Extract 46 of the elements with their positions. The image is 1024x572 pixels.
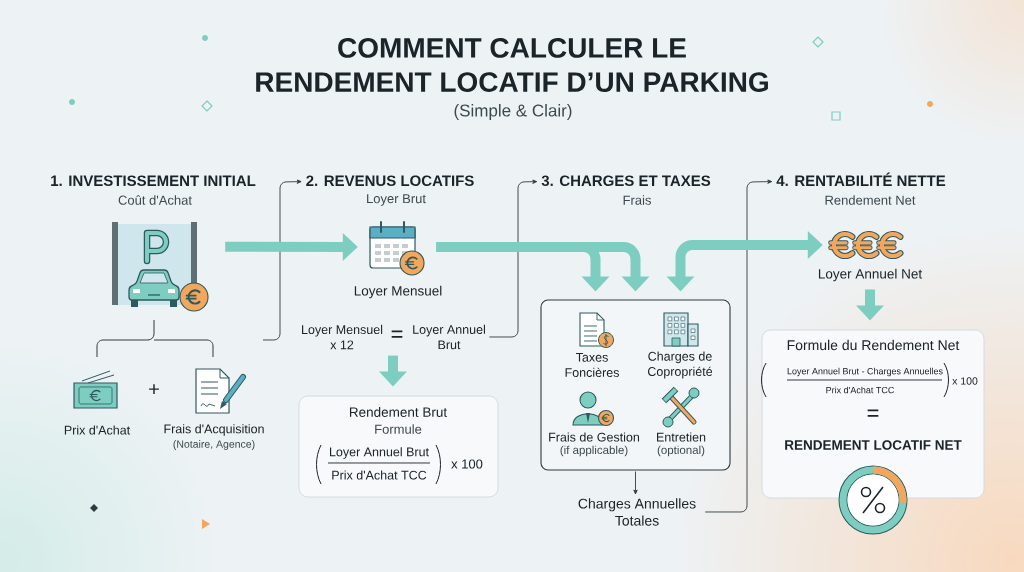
icon-caption: Charges de Copropriété: [648, 351, 713, 379]
step-heading: 1. INVESTISSEMENT INITIAL: [51, 175, 256, 187]
connector-arrow: [633, 471, 638, 495]
connector-arrow: [488, 179, 538, 338]
equation-term: Loyer Mensuel x 12: [302, 324, 383, 350]
fraction-numerator: Loyer Annuel Brut - Charges Annuelles: [787, 367, 943, 377]
step-subtitle: Coût d'Achat: [118, 195, 192, 205]
icon-caption: Taxes Foncières: [565, 353, 619, 377]
fraction-numerator: Loyer Annuel Brut: [330, 447, 429, 459]
multiplier: x 100: [451, 459, 483, 469]
connector-arrow: [704, 179, 773, 513]
connector-arrow: [262, 179, 302, 341]
icon-caption: Loyer Annuel Net: [818, 268, 923, 282]
icon-caption: Frais d'Acquisition: [164, 424, 264, 436]
step-subtitle: Loyer Brut: [367, 194, 426, 206]
total-label: Charges Annuelles Totales: [578, 498, 696, 526]
euro-signs-icon: [828, 230, 904, 260]
equals-sign: =: [391, 330, 403, 338]
fraction-denominator: Prix d'Achat TCC: [332, 470, 427, 480]
box-heading: Rendement Brut: [349, 407, 448, 417]
parking-icon: [112, 222, 209, 312]
box-heading: Formule du Rendement Net: [787, 339, 960, 351]
icon-note: (optional): [657, 445, 705, 457]
step-subtitle: Rendement Net: [825, 195, 916, 205]
icon-caption: Frais de Gestion: [549, 432, 639, 442]
plus-sign: +: [149, 384, 159, 394]
formula-box: [298, 395, 499, 498]
multiplier: x 100: [952, 377, 978, 385]
icon-caption: Loyer Mensuel: [354, 285, 442, 299]
box-subtitle: Formule: [375, 424, 422, 434]
equals-sign: =: [867, 409, 879, 417]
equation-term: Loyer Annuel Brut: [413, 324, 485, 350]
formula-box: [761, 329, 985, 499]
subtitle: (Simple & Clair): [454, 104, 572, 120]
step-heading: 4. RENTABILITÉ NETTE: [776, 172, 946, 186]
result-heading: RENDEMENT LOCATIF NET: [785, 440, 962, 450]
step-heading: 3. CHARGES ET TAXES: [541, 175, 711, 187]
fraction-denominator: Prix d'Achat TCC: [826, 386, 895, 394]
step-subtitle: Frais: [623, 195, 651, 205]
title: COMMENT CALCULER LE RENDEMENT LOCATIF D’UN PARKING: [256, 38, 768, 92]
icon-caption: Prix d'Achat: [64, 425, 131, 435]
charges-box: [540, 299, 731, 471]
icon-note: (Notaire, Agence): [173, 440, 255, 450]
step-heading: 2. REVENUS LOCATIFS: [306, 175, 474, 187]
icon-note: (if applicable): [560, 445, 628, 457]
icon-caption: Entretien: [657, 432, 706, 442]
